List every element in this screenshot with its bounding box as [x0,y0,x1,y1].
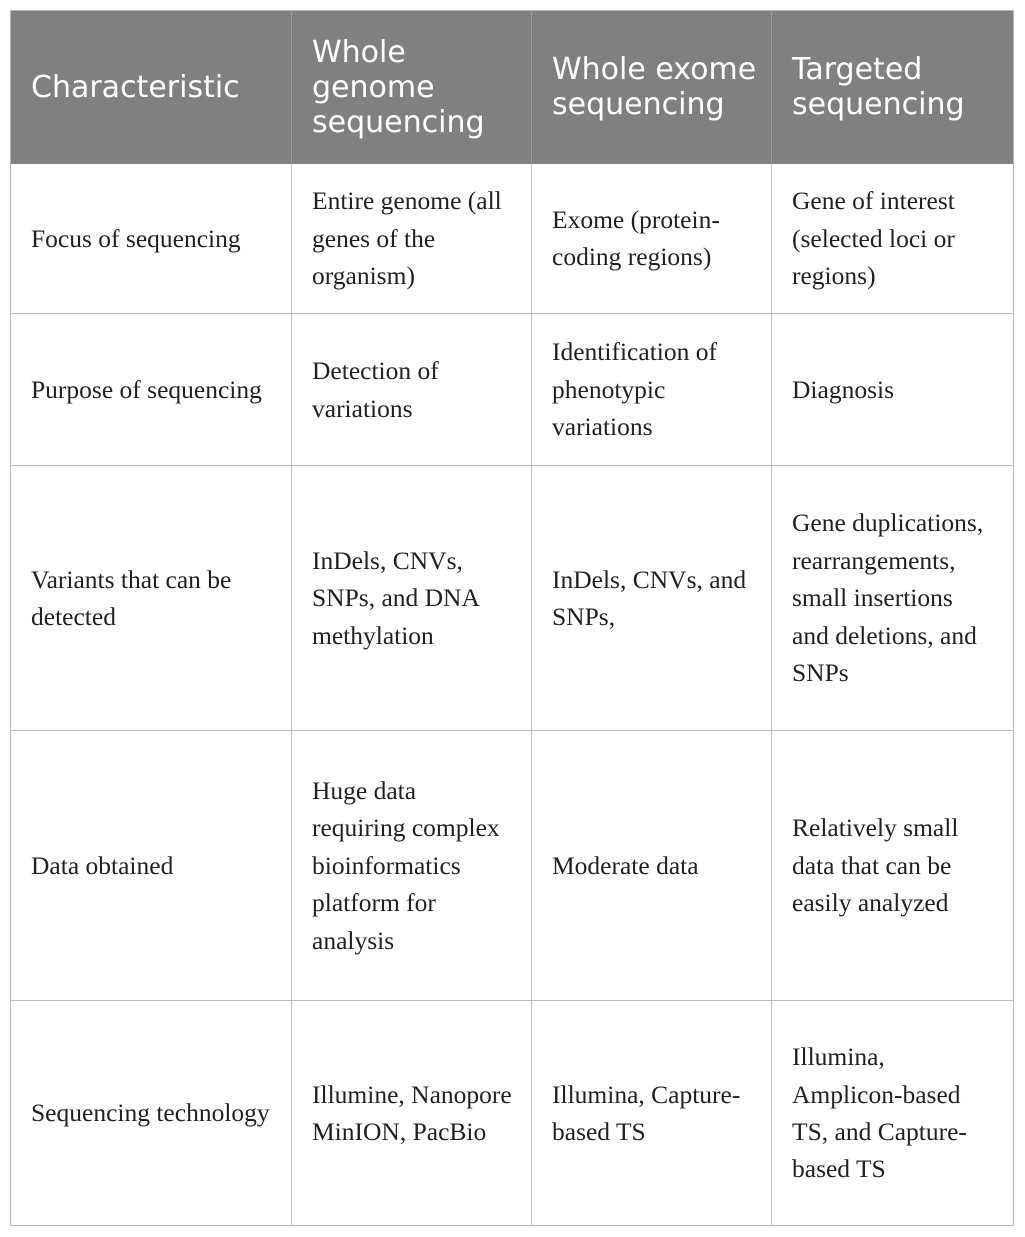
comparison-table-container: Characteristic Whole genome sequencing W… [10,10,1014,1226]
cell-text: Detection of variations [312,356,439,423]
cell-text: Sequencing technology [31,1098,270,1128]
column-header-characteristic-label: Characteristic [31,69,240,105]
cell-text: Huge data requiring complex bioinformati… [312,775,500,955]
cell-variants-wgs: InDels, CNVs, SNPs, and DNA methylation [291,465,532,731]
cell-focus-characteristic: Focus of sequencing [10,163,292,314]
cell-text: Entire genome (all genes of the organism… [312,186,502,290]
cell-text: Variants that can be detected [31,564,232,631]
cell-text: Exome (protein-coding regions) [552,204,720,272]
cell-focus-wes: Exome (protein-coding regions) [531,163,772,314]
sequencing-comparison-table: Characteristic Whole genome sequencing W… [10,10,1014,1226]
table-header: Characteristic Whole genome sequencing W… [10,10,1014,164]
cell-tech-wgs: Illumine, Nanopore MinION, PacBio [291,1000,532,1226]
cell-text: Focus of sequencing [31,223,241,253]
column-header-whole-genome-sequencing: Whole genome sequencing [291,10,532,164]
table-body: Focus of sequencing Entire genome (all g… [10,163,1014,1226]
cell-tech-characteristic: Sequencing technology [10,1000,292,1226]
table-row: Purpose of sequencing Detection of varia… [10,313,1014,466]
cell-data-wgs: Huge data requiring complex bioinformati… [291,730,532,1001]
cell-text: Illumina, Capture-based TS [552,1079,741,1146]
table-row: Variants that can be detected InDels, CN… [10,465,1014,731]
cell-purpose-wes: Identification of phenotypic variations [531,313,772,466]
cell-text: Relatively small data that can be easily… [792,813,959,918]
column-header-targeted-sequencing-label: Targeted sequencing [792,52,965,123]
cell-variants-targeted: Gene duplications, rearrangements, small… [771,465,1014,731]
column-header-characteristic: Characteristic [10,10,292,164]
table-header-row: Characteristic Whole genome sequencing W… [10,10,1014,164]
cell-variants-characteristic: Variants that can be detected [10,465,292,731]
cell-text: Moderate data [552,850,699,880]
column-header-targeted-sequencing: Targeted sequencing [771,10,1014,164]
column-header-whole-exome-sequencing: Whole exome sequencing [531,10,772,164]
cell-tech-wes: Illumina, Capture-based TS [531,1000,772,1226]
table-row: Focus of sequencing Entire genome (all g… [10,163,1014,314]
column-header-whole-genome-sequencing-label: Whole genome sequencing [312,34,485,140]
cell-focus-wgs: Entire genome (all genes of the organism… [291,163,532,314]
cell-purpose-characteristic: Purpose of sequencing [10,313,292,466]
table-row: Sequencing technology Illumine, Nanopore… [10,1000,1014,1226]
cell-text: Data obtained [31,850,174,880]
cell-focus-targeted: Gene of interest (selected loci or regio… [771,163,1014,314]
cell-data-targeted: Relatively small data that can be easily… [771,730,1014,1001]
table-row: Data obtained Huge data requiring comple… [10,730,1014,1001]
cell-purpose-targeted: Diagnosis [771,313,1014,466]
cell-text: Illumina, Amplicon-based TS, and Capture… [792,1042,967,1184]
cell-data-wes: Moderate data [531,730,772,1001]
cell-text: InDels, CNVs, SNPs, and DNA methylation [312,545,479,650]
column-header-whole-exome-sequencing-label: Whole exome sequencing [552,52,757,123]
cell-variants-wes: InDels, CNVs, and SNPs, [531,465,772,731]
cell-purpose-wgs: Detection of variations [291,313,532,466]
cell-tech-targeted: Illumina, Amplicon-based TS, and Capture… [771,1000,1014,1226]
cell-text: Purpose of sequencing [31,374,262,404]
cell-text: Diagnosis [792,374,894,404]
cell-text: Identification of phenotypic variations [552,337,717,442]
cell-text: InDels, CNVs, and SNPs, [552,564,747,631]
cell-text: Gene duplications, rearrangements, small… [792,508,984,688]
cell-text: Illumine, Nanopore MinION, PacBio [312,1079,512,1146]
cell-data-characteristic: Data obtained [10,730,292,1001]
cell-text: Gene of interest (selected loci or regio… [792,186,955,290]
